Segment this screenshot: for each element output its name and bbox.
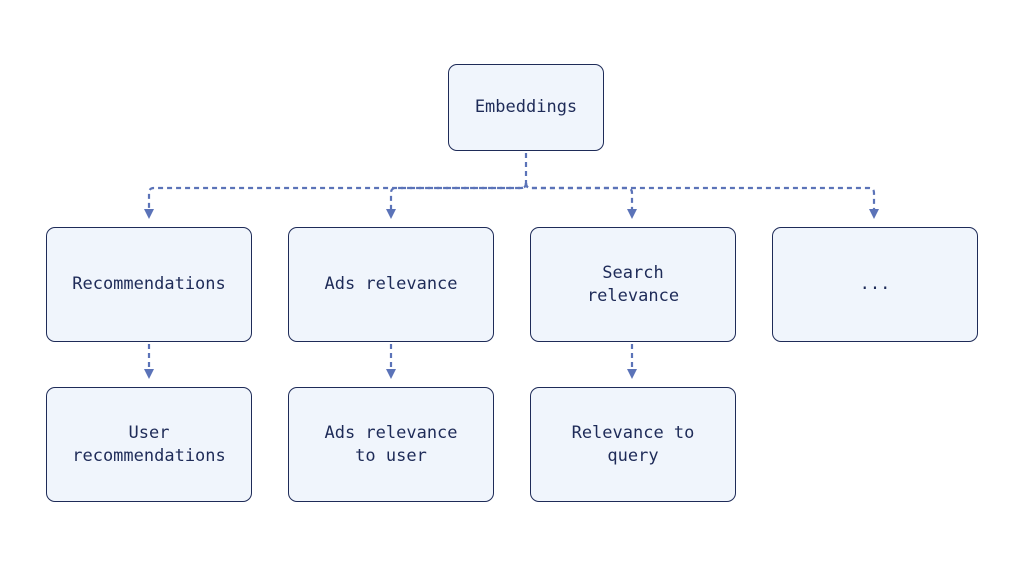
node-recommendations: Recommendations — [46, 227, 252, 342]
edge-root-more — [524, 182, 879, 219]
node-label: User recommendations — [72, 422, 226, 466]
node-ads-relevance: Ads relevance — [288, 227, 494, 342]
node-label: Ads relevance — [324, 274, 458, 294]
node-label: Ads relevance to user — [324, 422, 458, 466]
node-ads-relevance-to-user: Ads relevance to user — [288, 387, 494, 502]
node-label: Embeddings — [474, 97, 578, 117]
node-more: ... — [772, 227, 978, 342]
node-user-recommendations: User recommendations — [46, 387, 252, 502]
node-label: ... — [859, 274, 891, 294]
node-embeddings: Embeddings — [448, 64, 604, 151]
edge-root-recommendations — [144, 153, 528, 219]
node-label: Search relevance — [586, 262, 680, 306]
node-relevance-to-query: Relevance to query — [530, 387, 736, 502]
node-label: Relevance to query — [571, 422, 695, 466]
node-label: Recommendations — [72, 274, 226, 294]
node-search-relevance: Search relevance — [530, 227, 736, 342]
